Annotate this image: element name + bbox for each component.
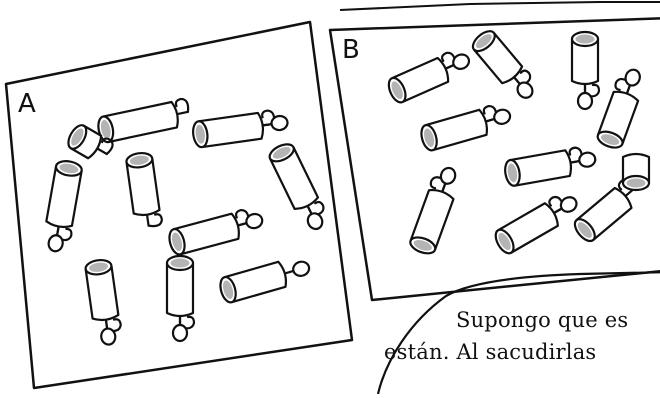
panel-a-label: A [18, 89, 36, 119]
panel-a-tubes [45, 97, 325, 346]
test-tube-a-2 [192, 109, 289, 149]
test-tube-b-9 [573, 178, 636, 243]
test-tube-b-2 [471, 30, 534, 99]
test-tube-a-9 [219, 260, 311, 304]
test-tube-a-3 [45, 160, 83, 253]
test-tube-b-8 [494, 195, 578, 255]
test-tube-b-4 [596, 68, 641, 149]
test-tube-a-1 [97, 97, 190, 144]
test-tube-a-4 [125, 151, 163, 228]
speech-bubble-line-1: Supongo que es [456, 308, 629, 332]
test-tube-b-5 [420, 104, 512, 152]
test-tube-b-7 [409, 166, 457, 255]
panel-b-label: B [342, 35, 360, 65]
test-tube-b-10 [621, 152, 651, 192]
test-tube-a-6 [168, 209, 264, 256]
test-tube-a-10 [67, 124, 114, 160]
panel-b-tubes [387, 30, 651, 255]
test-tube-b-1 [387, 51, 471, 104]
top-panel-edge [339, 1, 660, 11]
test-tube-b-3 [570, 30, 601, 111]
test-tube-a-7 [84, 258, 122, 346]
test-tube-a-5 [268, 143, 325, 231]
speech-bubble-outline [376, 271, 660, 395]
test-tube-a-8 [165, 254, 196, 343]
test-tube-b-6 [504, 146, 597, 187]
speech-bubble-line-2: están. Al sacudirlas [384, 340, 597, 364]
